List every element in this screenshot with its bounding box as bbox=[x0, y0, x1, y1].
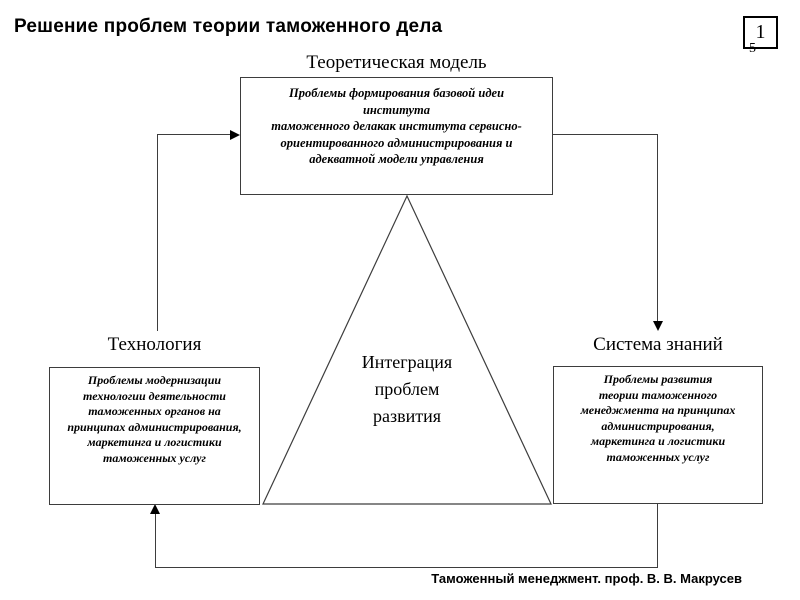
integration-triangle-label: Интеграция проблем развития bbox=[361, 352, 453, 426]
feedback-loop-horizontal bbox=[155, 567, 658, 568]
heading-knowledge-system: Система знаний bbox=[593, 334, 723, 355]
node-technology-text: Проблемы модернизации технологии деятель… bbox=[67, 373, 242, 465]
node-knowledge-system: Проблемы развития теории таможенного мен… bbox=[553, 366, 763, 504]
connector-technology-to-model-vertical bbox=[157, 134, 158, 331]
arrowhead-up-icon bbox=[150, 504, 160, 514]
heading-theoretical-model: Теоретическая модель bbox=[306, 52, 487, 73]
page-title: Решение проблем теории таможенного дела bbox=[14, 16, 443, 37]
node-knowledge-system-text: Проблемы развития теории таможенного мен… bbox=[580, 372, 736, 464]
connector-model-to-knowledge-horizontal bbox=[553, 134, 658, 135]
connector-model-to-knowledge-vertical bbox=[657, 134, 658, 322]
node-theoretical-model: Проблемы формирования базовой идеи инсти… bbox=[240, 77, 553, 195]
feedback-loop-right-vertical bbox=[657, 504, 658, 568]
connector-technology-to-model-horizontal bbox=[157, 134, 231, 135]
footer-credit: Таможенный менеджмент. проф. В. В. Макру… bbox=[431, 571, 742, 586]
slide-number-box: 1 bbox=[743, 16, 778, 49]
heading-technology: Технология bbox=[107, 334, 202, 355]
node-technology: Проблемы модернизации технологии деятель… bbox=[49, 367, 260, 505]
feedback-loop-left-vertical bbox=[155, 513, 156, 568]
node-theoretical-model-text: Проблемы формирования базовой идеи инсти… bbox=[271, 86, 522, 166]
arrowhead-right-icon bbox=[230, 130, 240, 140]
slide-number-overflow: 5 bbox=[749, 41, 756, 56]
slide-number: 1 bbox=[755, 21, 766, 43]
arrowhead-down-icon bbox=[653, 321, 663, 331]
